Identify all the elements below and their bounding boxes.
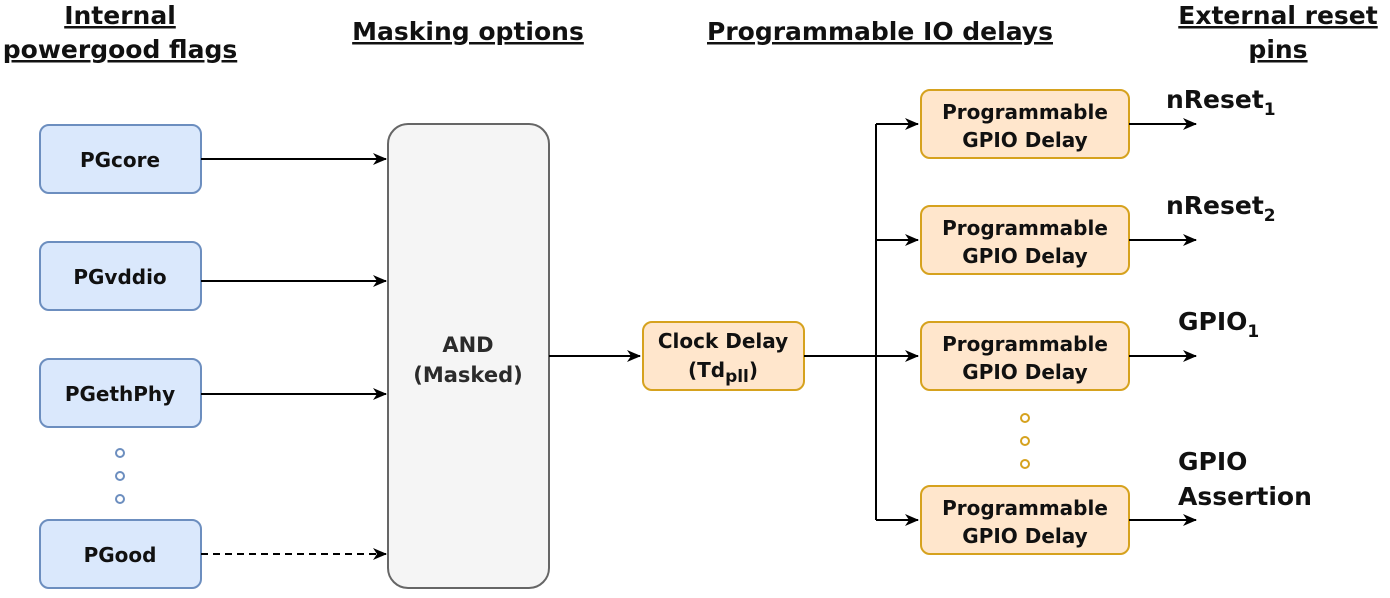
gpio-delay-3: Programmable GPIO Delay — [920, 321, 1130, 391]
gpio-delay-2: Programmable GPIO Delay — [920, 205, 1130, 275]
gpio-delay-4: Programmable GPIO Delay — [920, 485, 1130, 555]
gpio-delay-1-line2: GPIO Delay — [962, 128, 1087, 152]
clock-delay-line1: Clock Delay — [658, 329, 788, 353]
pin-nreset2: nReset2 — [1166, 191, 1276, 226]
gpio-delay-4-line1: Programmable — [942, 496, 1108, 520]
gpio-delays-ellipsis — [1020, 413, 1030, 469]
header-internal-line1: Internal — [64, 1, 176, 30]
header-masking: Masking options — [352, 17, 584, 46]
flag-pgcore: PGcore — [39, 124, 202, 194]
flag-pgood-label: PGood — [84, 543, 157, 567]
flag-pgvddio-label: PGvddio — [73, 265, 166, 289]
gpio-delay-3-line2: GPIO Delay — [962, 360, 1087, 384]
flag-pgethphy: PGethPhy — [39, 358, 202, 428]
gpio-delay-2-line2: GPIO Delay — [962, 244, 1087, 268]
flags-ellipsis — [115, 448, 125, 504]
pin-gpio1: GPIO1 — [1178, 307, 1259, 342]
and-gate-block: AND (Masked) — [387, 123, 550, 589]
gpio-delay-1-line1: Programmable — [942, 100, 1108, 124]
pin-gpio-assertion-line2: Assertion — [1178, 482, 1312, 511]
and-gate-line2: (Masked) — [413, 363, 522, 387]
and-gate-line1: AND — [442, 333, 493, 357]
header-internal-line2: powergood flags — [3, 35, 237, 64]
flag-pgood: PGood — [39, 519, 202, 589]
gpio-delay-4-line2: GPIO Delay — [962, 524, 1087, 548]
flag-pgethphy-label: PGethPhy — [65, 382, 175, 406]
pin-nreset1: nReset1 — [1166, 85, 1276, 120]
header-programmable: Programmable IO delays — [707, 17, 1053, 46]
header-external-line1: External reset — [1178, 1, 1378, 30]
gpio-delay-3-line1: Programmable — [942, 332, 1108, 356]
header-external-line2: pins — [1248, 35, 1307, 64]
pin-gpio-assertion-line1: GPIO — [1178, 447, 1247, 476]
flag-pgcore-label: PGcore — [80, 148, 160, 172]
gpio-delay-2-line1: Programmable — [942, 216, 1108, 240]
clock-delay-line2: (Tdpll) — [688, 358, 758, 387]
gpio-delay-1: Programmable GPIO Delay — [920, 89, 1130, 159]
clock-delay-block: Clock Delay (Tdpll) — [642, 321, 805, 391]
flag-pgvddio: PGvddio — [39, 241, 202, 311]
